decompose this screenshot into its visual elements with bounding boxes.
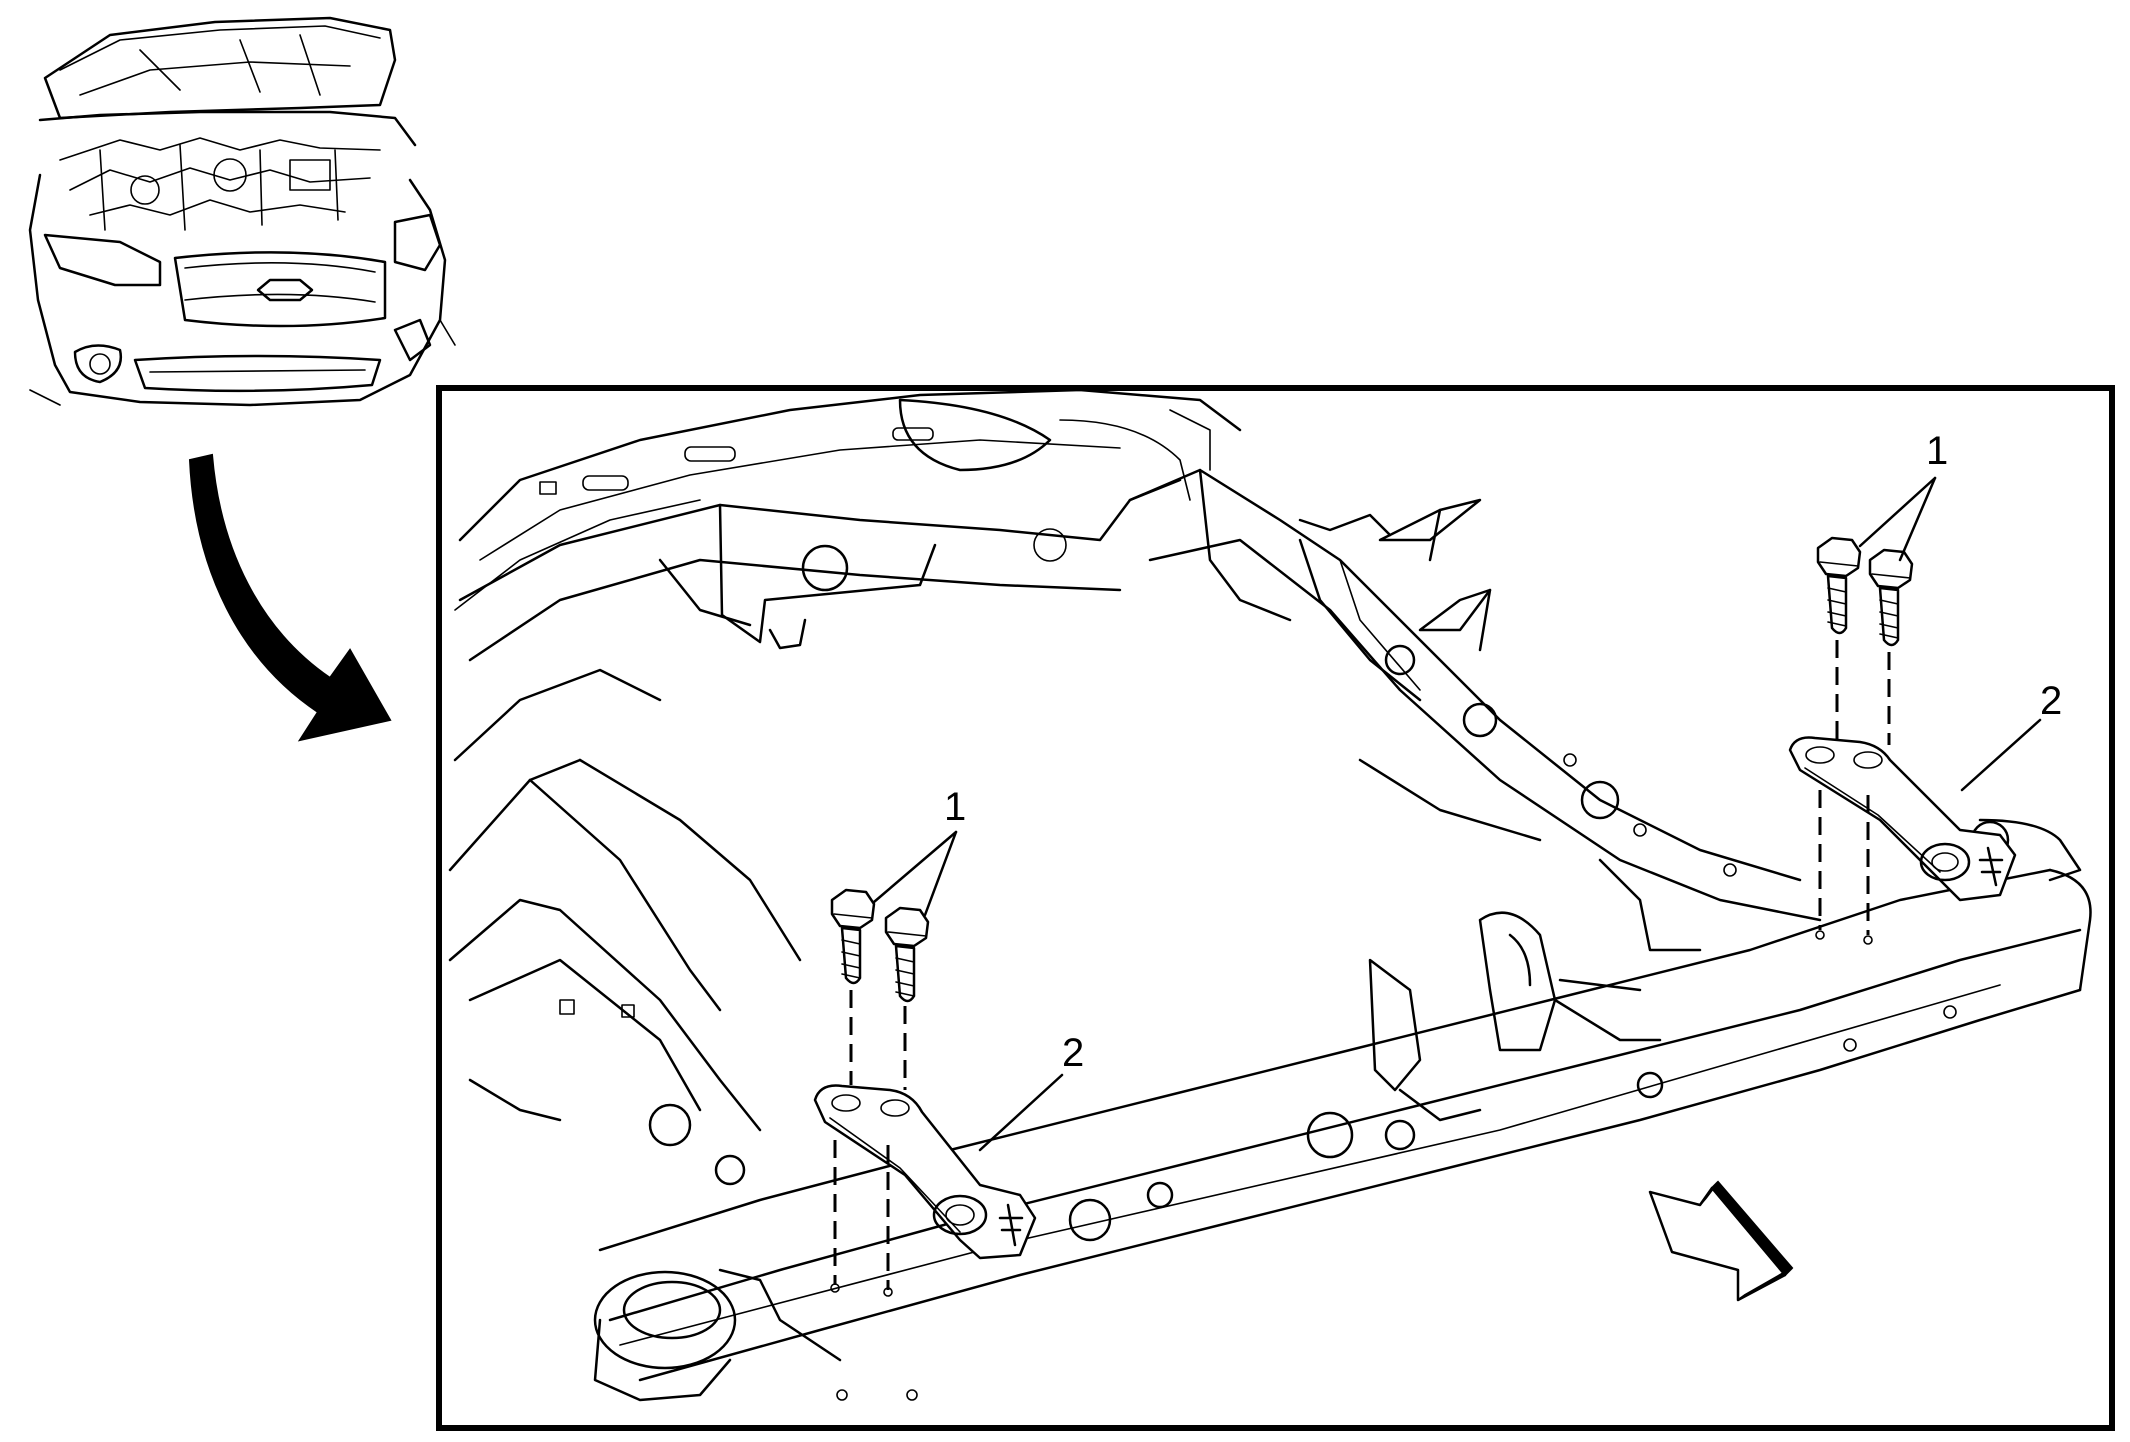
callout-label-bracket-upper: 2 (2040, 679, 2062, 723)
bracket-lower-left (813, 1084, 1037, 1260)
fasteners-upper-right (1815, 536, 1914, 945)
callout-label-bracket-lower: 2 (1062, 1031, 1084, 1075)
callout-label-fastener-lower: 1 (944, 785, 966, 829)
locator-arrow (188, 453, 392, 742)
forward-direction-arrow (1648, 1180, 1794, 1302)
callout-label-fastener-upper: 1 (1926, 429, 1948, 473)
fasteners-lower-left (830, 888, 930, 1297)
callout-leaders (872, 476, 2042, 1152)
bracket-upper-right (1788, 736, 2017, 902)
vehicle-locator-illustration (28, 16, 456, 407)
engine-cradle (448, 388, 2092, 1402)
